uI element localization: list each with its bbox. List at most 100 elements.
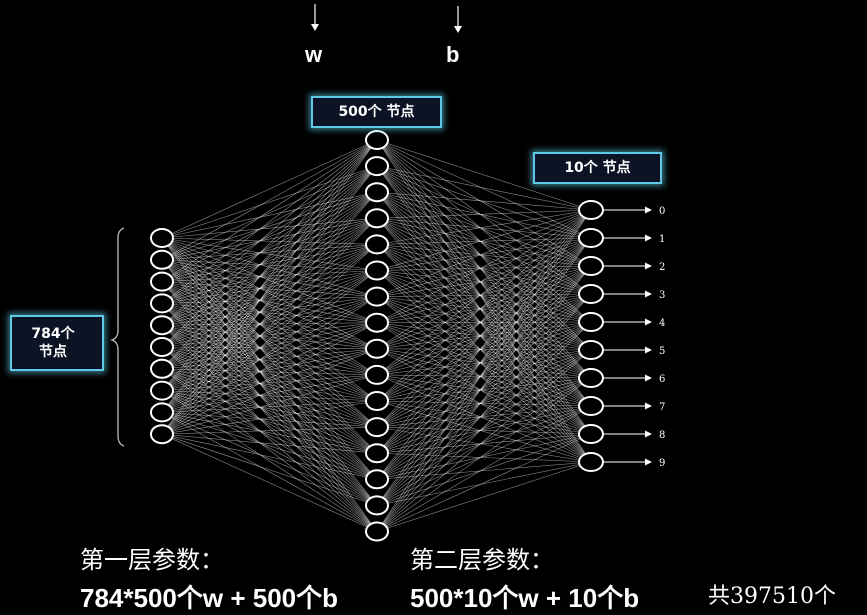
edge-input-hidden: [161, 139, 378, 413]
edge-hidden-output: [376, 349, 592, 506]
neuron-nodes: [150, 130, 604, 542]
edge-hidden-output: [376, 192, 592, 435]
edge-hidden-output: [376, 244, 592, 379]
output-digit-label: 1: [659, 234, 665, 245]
edge-hidden-output: [376, 293, 592, 323]
param-arrow-head: [311, 24, 319, 31]
edge-input-hidden: [161, 139, 378, 326]
edge-hidden-output: [376, 349, 592, 480]
edge-input-hidden: [161, 191, 378, 326]
edge-input-hidden: [161, 348, 378, 370]
edge-hidden-output: [376, 400, 592, 463]
edge-input-hidden: [161, 412, 378, 480]
edge-hidden-output: [376, 293, 592, 428]
edge-input-hidden: [161, 244, 378, 326]
edge-input-hidden: [161, 412, 378, 506]
edge-hidden-output: [376, 209, 592, 245]
total-params: 共397510个: [708, 584, 836, 609]
edge-hidden-output: [376, 237, 592, 245]
layer1-params-formula: 784*500个w + 500个b: [80, 583, 338, 613]
edge-hidden-output: [376, 321, 592, 506]
edge-hidden-output: [376, 237, 592, 480]
output-digit-label: 8: [659, 430, 665, 441]
brace-path: [109, 227, 125, 447]
output-arrow-head: [645, 262, 652, 270]
edge-hidden-output: [376, 321, 592, 428]
edge-input-hidden: [161, 270, 378, 370]
edge-hidden-output: [376, 209, 592, 428]
edge-hidden-output: [376, 265, 592, 323]
edge-hidden-output: [376, 237, 592, 428]
edge-hidden-output: [376, 293, 592, 480]
edge-hidden-output: [376, 348, 592, 463]
edge-input-hidden: [161, 390, 378, 454]
edge-input-hidden: [161, 192, 378, 435]
input-node: [150, 424, 174, 445]
output-arrow-head: [645, 402, 652, 410]
edge-input-hidden: [161, 139, 378, 391]
edge-hidden-output: [376, 191, 592, 239]
input-layer-label-line1: 784个: [31, 326, 75, 342]
output-arrow-head: [645, 458, 652, 466]
output-digit-label: 4: [659, 318, 665, 329]
edge-hidden-output: [376, 165, 592, 295]
edge-input-hidden: [161, 346, 378, 350]
edge-hidden-output: [376, 139, 592, 379]
edge-hidden-output: [376, 165, 592, 323]
edge-hidden-output: [376, 293, 592, 350]
edge-input-hidden: [161, 390, 378, 402]
edge-input-hidden: [161, 296, 378, 413]
edge-input-hidden: [161, 324, 378, 428]
edge-hidden-output: [376, 322, 592, 463]
edge-input-hidden: [161, 218, 378, 370]
edge-hidden-output: [376, 209, 592, 376]
edge-hidden-output: [376, 218, 592, 379]
edge-input-hidden: [161, 368, 378, 480]
edge-hidden-output: [376, 244, 592, 435]
edge-hidden-output: [376, 139, 592, 211]
param-arrow-head: [454, 26, 462, 33]
edge-input-hidden: [161, 139, 378, 282]
edge-input-hidden: [161, 244, 378, 413]
edge-hidden-output: [376, 218, 592, 351]
edge-hidden-output: [376, 321, 592, 350]
input-node: [150, 228, 174, 248]
hidden-node: [365, 208, 389, 229]
edge-input-hidden: [161, 244, 378, 348]
edge-hidden-output: [376, 293, 592, 376]
edge-hidden-output: [376, 237, 592, 297]
edge-hidden-output: [376, 377, 592, 454]
edge-hidden-output: [376, 237, 592, 323]
edge-input-hidden: [161, 165, 378, 326]
input-layer-label-line2: 节点: [38, 344, 67, 360]
edge-hidden-output: [376, 244, 592, 463]
edge-input-hidden: [161, 139, 378, 435]
edge-hidden-output: [376, 293, 592, 297]
edge-input-hidden: [161, 346, 378, 480]
edge-hidden-output: [376, 244, 592, 267]
edge-hidden-output: [376, 139, 592, 267]
edge-input-hidden: [161, 346, 378, 402]
edge-hidden-output: [376, 321, 592, 454]
edge-hidden-output: [376, 237, 592, 506]
edge-hidden-output: [376, 209, 592, 532]
hidden-node: [365, 495, 389, 516]
edge-hidden-output: [376, 349, 592, 402]
edge-hidden-output: [376, 426, 592, 435]
edge-hidden-output: [376, 209, 592, 219]
input-layer-brace: [109, 227, 125, 447]
output-arrow-head: [645, 346, 652, 354]
edge-input-hidden: [161, 191, 378, 413]
hidden-node: [365, 338, 389, 359]
edge-input-hidden: [161, 139, 378, 348]
edge-hidden-output: [376, 165, 592, 211]
edge-input-hidden: [161, 244, 378, 370]
edge-hidden-output: [376, 377, 592, 402]
hidden-node: [365, 443, 389, 464]
edge-input-hidden: [161, 191, 378, 370]
layer2-params-formula: 500*10个w + 10个b: [410, 583, 640, 613]
edge-hidden-output: [376, 293, 592, 506]
edge-input-hidden: [161, 165, 378, 435]
edge-input-hidden: [161, 412, 378, 454]
input-node: [150, 380, 174, 401]
